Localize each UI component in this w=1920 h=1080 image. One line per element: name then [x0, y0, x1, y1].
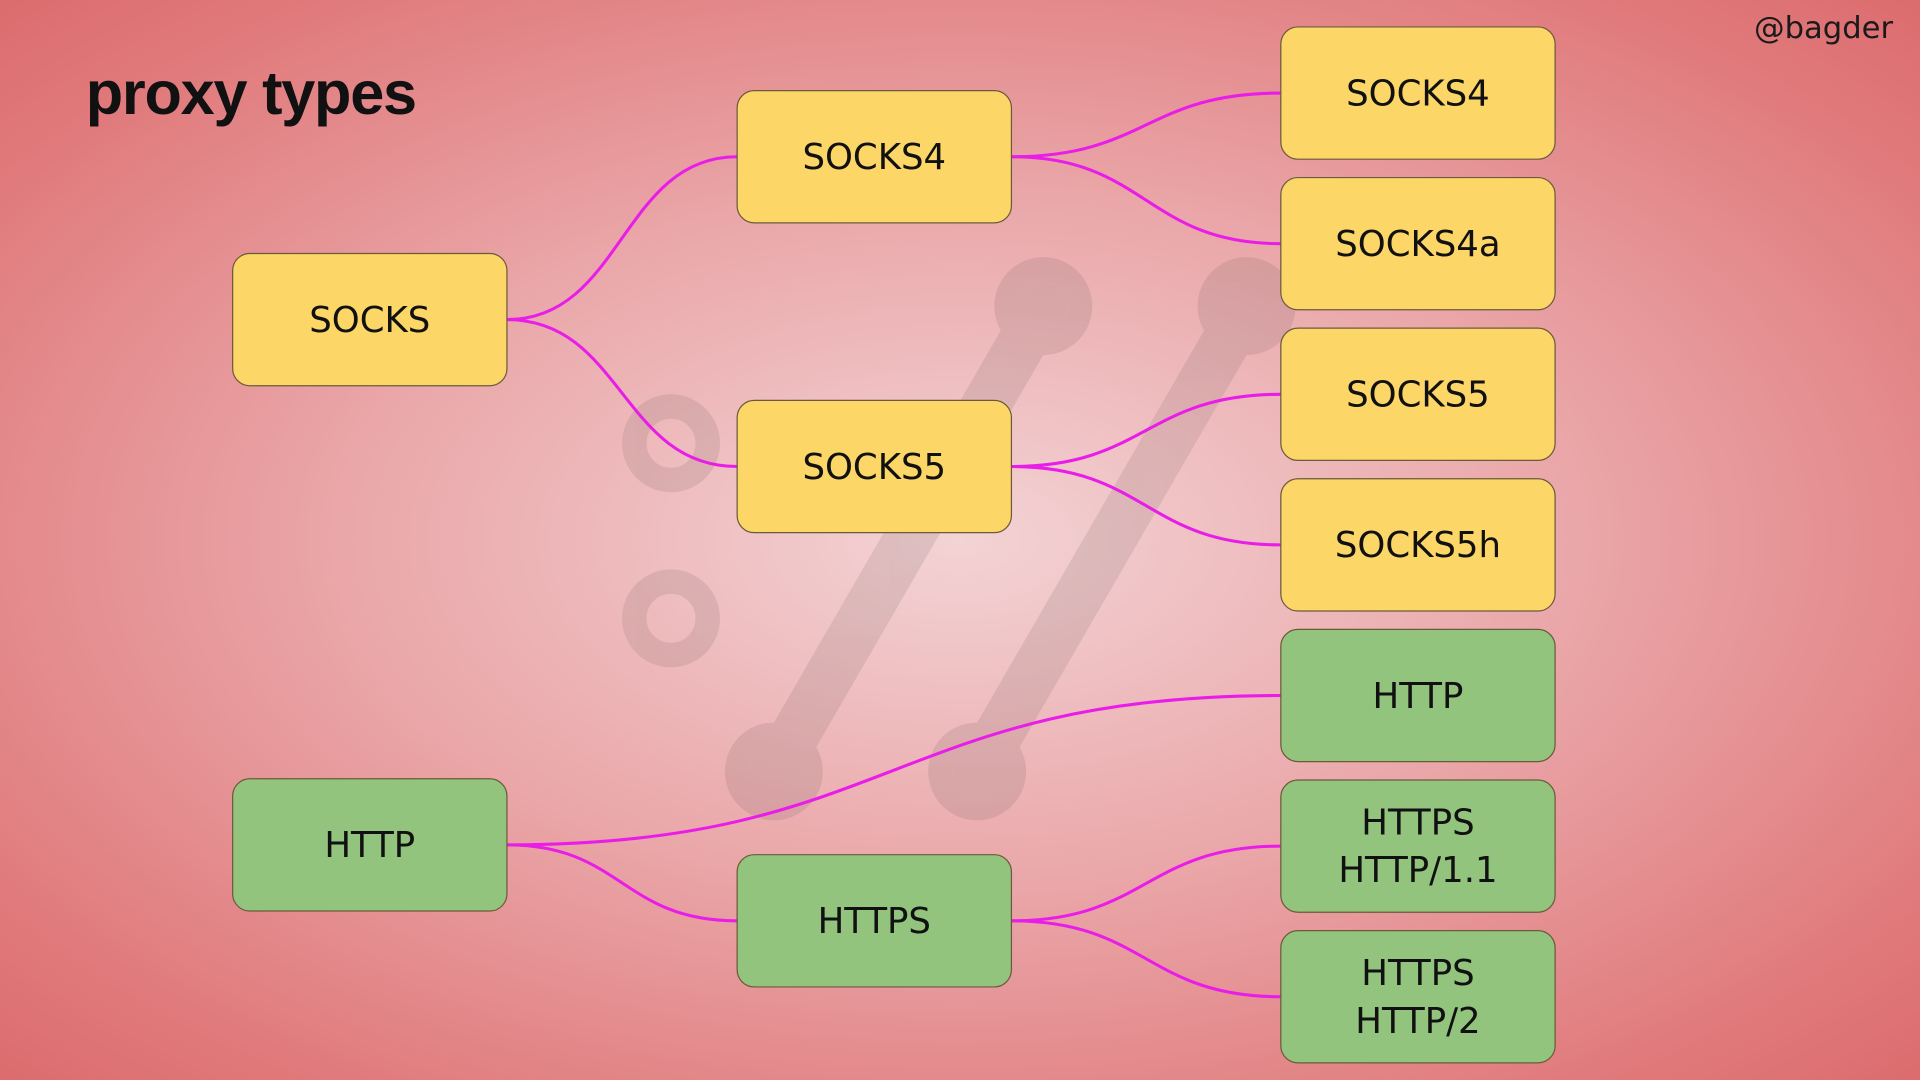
edge-http_root-to-http — [506, 693, 1281, 847]
node-label: SOCKS — [309, 300, 430, 341]
node-box — [1280, 327, 1556, 462]
node-box — [1280, 779, 1556, 913]
node-label: SOCKS5h — [1335, 525, 1501, 566]
edge-socks-to-socks5_mid — [506, 318, 738, 469]
node-box — [736, 399, 1013, 534]
node-https11: HTTPS HTTP/1.1 — [1280, 779, 1556, 913]
edge-http_root-to-https_mid — [506, 843, 738, 923]
node-label: HTTP/2 — [1355, 1001, 1480, 1042]
node-http_root: HTTP — [232, 778, 508, 912]
node-box — [1280, 628, 1556, 763]
node-label: HTTP — [1373, 676, 1464, 717]
edge-socks5_mid-to-socks5 — [1011, 392, 1281, 469]
node-box — [232, 252, 508, 387]
edge-socks4_mid-to-socks4a — [1011, 155, 1281, 246]
node-label: SOCKS5 — [1346, 375, 1490, 416]
node-box — [1280, 478, 1556, 612]
node-label: SOCKS5 — [802, 447, 946, 488]
node-label: SOCKS4a — [1335, 224, 1500, 265]
curl-logo-watermark — [622, 257, 1296, 821]
node-box — [1280, 930, 1556, 1064]
node-socks4_mid: SOCKS4 — [736, 90, 1013, 224]
node-label: HTTP — [324, 825, 415, 866]
edge-https_mid-to-https2 — [1011, 919, 1281, 999]
edges — [506, 91, 1281, 999]
node-https_mid: HTTPS — [736, 854, 1013, 988]
node-socks4a: SOCKS4a — [1280, 176, 1556, 311]
author-handle: @bagder — [1754, 11, 1893, 46]
node-box — [1280, 176, 1556, 311]
node-label: HTTPS — [1361, 953, 1474, 994]
page-title: proxy types — [86, 59, 416, 127]
node-socks: SOCKS — [232, 252, 508, 387]
node-label: SOCKS4 — [802, 137, 946, 178]
node-socks4: SOCKS4 — [1280, 26, 1556, 160]
node-socks5: SOCKS5 — [1280, 327, 1556, 462]
edge-socks4_mid-to-socks4 — [1011, 91, 1281, 159]
node-http: HTTP — [1280, 628, 1556, 763]
node-label: SOCKS4 — [1346, 73, 1490, 114]
node-box — [736, 854, 1013, 988]
node-label: HTTPS — [1361, 802, 1474, 843]
node-label: HTTP/1.1 — [1338, 850, 1497, 891]
node-socks5_mid: SOCKS5 — [736, 399, 1013, 534]
node-box — [232, 778, 508, 912]
edge-socks-to-socks4_mid — [506, 155, 738, 322]
node-https2: HTTPS HTTP/2 — [1280, 930, 1556, 1064]
node-box — [1280, 26, 1556, 160]
node-box — [736, 90, 1013, 224]
edge-https_mid-to-https11 — [1011, 844, 1281, 923]
node-socks5h: SOCKS5h — [1280, 478, 1556, 612]
node-label: HTTPS — [818, 901, 931, 942]
edge-socks5_mid-to-socks5h — [1011, 465, 1281, 547]
